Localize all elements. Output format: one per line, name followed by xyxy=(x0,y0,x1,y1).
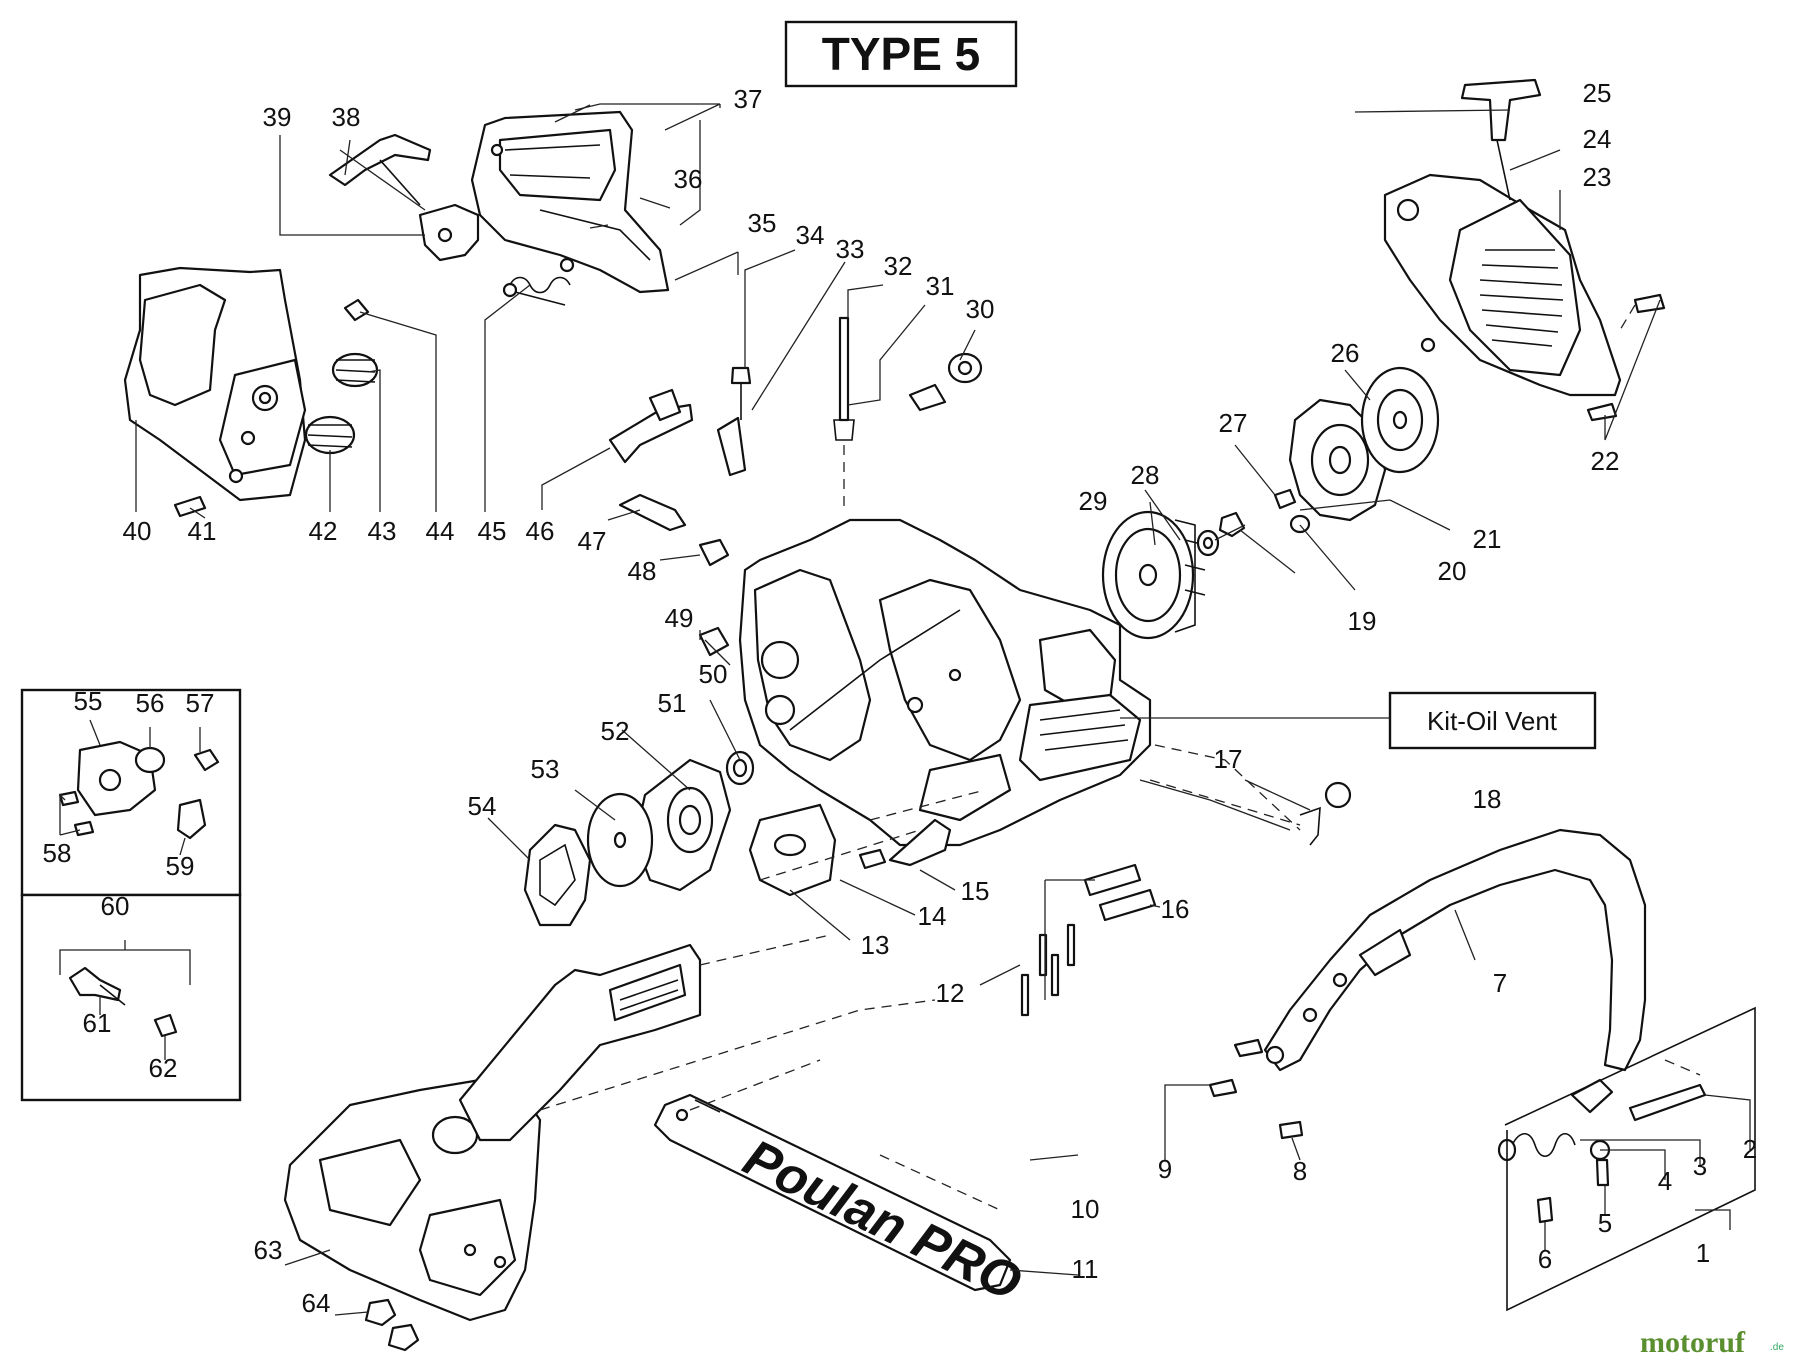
callout-1: 1 xyxy=(1696,1238,1710,1268)
callout-51: 51 xyxy=(658,688,687,718)
callout-22: 22 xyxy=(1591,446,1620,476)
callout-57: 57 xyxy=(186,688,215,718)
callout-44: 44 xyxy=(426,516,455,546)
callout-14: 14 xyxy=(918,901,947,931)
callout-42: 42 xyxy=(309,516,338,546)
callout-10: 10 xyxy=(1071,1194,1100,1224)
callout-7: 7 xyxy=(1493,968,1507,998)
callout-12: 12 xyxy=(936,978,965,1008)
callout-19: 19 xyxy=(1348,606,1377,636)
callout-15: 15 xyxy=(961,876,990,906)
callout-54: 54 xyxy=(468,791,497,821)
callout-55: 55 xyxy=(74,686,103,716)
callout-30: 30 xyxy=(966,294,995,324)
callout-9: 9 xyxy=(1158,1154,1172,1184)
watermark: motoruf .de xyxy=(1640,1326,1784,1359)
callout-numbers: 1234567891011121314151617181920212223242… xyxy=(43,78,1758,1318)
callout-48: 48 xyxy=(628,556,657,586)
callout-64: 64 xyxy=(302,1288,331,1318)
callout-36: 36 xyxy=(674,164,703,194)
callout-23: 23 xyxy=(1583,162,1612,192)
callout-17: 17 xyxy=(1214,744,1243,774)
callout-59: 59 xyxy=(166,851,195,881)
callout-3: 3 xyxy=(1693,1151,1707,1181)
callout-32: 32 xyxy=(884,251,913,281)
diagram-title: TYPE 5 xyxy=(822,28,981,80)
callout-49: 49 xyxy=(665,603,694,633)
callout-4: 4 xyxy=(1658,1166,1672,1196)
callout-5: 5 xyxy=(1598,1208,1612,1238)
callout-63: 63 xyxy=(254,1235,283,1265)
callout-58: 58 xyxy=(43,838,72,868)
callout-45: 45 xyxy=(478,516,507,546)
callout-16: 16 xyxy=(1161,894,1190,924)
callout-62: 62 xyxy=(149,1053,178,1083)
watermark-suffix: .de xyxy=(1770,1342,1784,1353)
callout-11: 11 xyxy=(1072,1254,1099,1284)
callout-31: 31 xyxy=(926,271,955,301)
callout-2: 2 xyxy=(1743,1134,1757,1164)
callout-20: 20 xyxy=(1438,556,1467,586)
callout-33: 33 xyxy=(836,234,865,264)
callout-21: 21 xyxy=(1473,524,1502,554)
callout-46: 46 xyxy=(526,516,555,546)
callout-18: 18 xyxy=(1473,784,1502,814)
callout-47: 47 xyxy=(578,526,607,556)
callout-53: 53 xyxy=(531,754,560,784)
inset-box-fitting xyxy=(20,893,242,1102)
callout-6: 6 xyxy=(1538,1244,1552,1274)
kit-oil-vent-label: Kit-Oil Vent xyxy=(1427,706,1558,736)
callout-13: 13 xyxy=(861,930,890,960)
callout-38: 38 xyxy=(332,102,361,132)
callout-25: 25 xyxy=(1583,78,1612,108)
assembly-lines xyxy=(539,304,1701,1111)
callout-56: 56 xyxy=(136,688,165,718)
watermark-text: motoruf xyxy=(1640,1326,1746,1359)
callout-24: 24 xyxy=(1583,124,1612,154)
callout-41: 41 xyxy=(188,516,217,546)
callout-50: 50 xyxy=(699,659,728,689)
title-box: TYPE 5 xyxy=(784,20,1018,88)
callout-26: 26 xyxy=(1331,338,1360,368)
callout-8: 8 xyxy=(1293,1156,1307,1186)
callout-27: 27 xyxy=(1219,408,1248,438)
callout-28: 28 xyxy=(1131,460,1160,490)
callout-40: 40 xyxy=(123,516,152,546)
leader-lines xyxy=(59,103,1751,1316)
callout-35: 35 xyxy=(748,208,777,238)
callout-43: 43 xyxy=(368,516,397,546)
callout-39: 39 xyxy=(263,102,292,132)
callout-61: 61 xyxy=(83,1008,112,1038)
callout-29: 29 xyxy=(1079,486,1108,516)
callout-60: 60 xyxy=(101,891,130,921)
kit-oil-vent-box: Kit-Oil Vent xyxy=(1388,691,1597,750)
callout-34: 34 xyxy=(796,220,825,250)
callout-37: 37 xyxy=(734,84,763,114)
callout-52: 52 xyxy=(601,716,630,746)
